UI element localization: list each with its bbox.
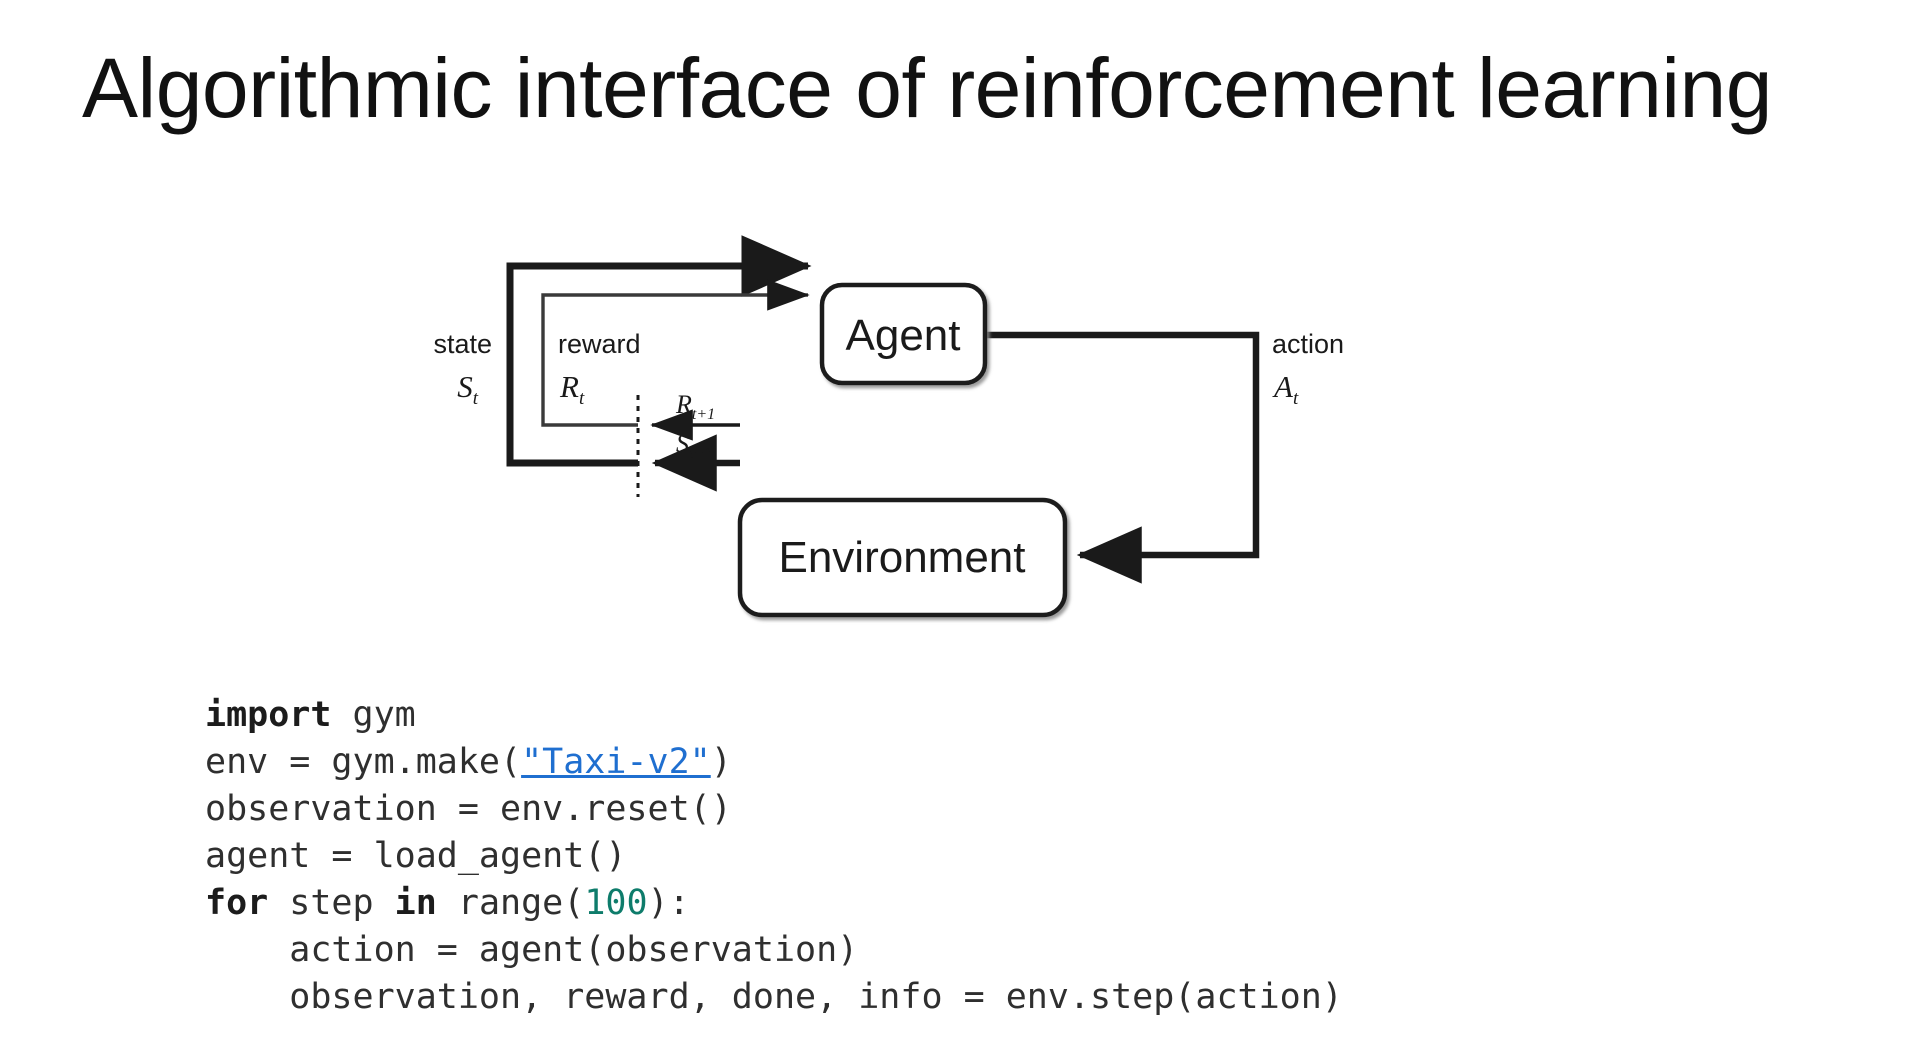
edge-reward-path [541,279,810,427]
node-agent: Agent [819,282,988,386]
code-line: for step in range(100): [205,880,1343,927]
code-text: observation, reward, done, info = env.st… [205,977,1343,1017]
label-reward: reward Rt [558,329,641,409]
label-next-reward: Rt+1 [675,390,715,423]
code-text: agent = load_agent() [205,836,627,876]
code-text: gym [331,695,416,735]
label-reward-symbol: Rt [559,369,585,409]
label-state: state St [433,329,492,409]
code-text: action = agent(observation) [205,930,859,970]
label-reward-word: reward [558,329,641,359]
code-line: import gym [205,692,1343,739]
code-number: 100 [584,883,648,923]
code-text: env = gym.make( [205,742,522,782]
label-action: action At [1272,329,1344,409]
code-text: ) [710,742,732,782]
label-state-symbol: St [457,369,479,409]
code-text: step [268,883,395,923]
edge-action-path [985,331,1260,584]
node-agent-label: Agent [846,311,961,360]
code-line: env = gym.make("Taxi-v2") [205,739,1343,786]
code-line: agent = load_agent() [205,833,1343,880]
svg-text:Rt+1: Rt+1 [675,390,715,423]
code-text: observation = env.reset() [205,789,732,829]
label-action-word: action [1272,329,1344,359]
code-line: action = agent(observation) [205,927,1343,974]
code-line: observation, reward, done, info = env.st… [205,974,1343,1021]
label-action-symbol: At [1272,369,1299,409]
code-string-link[interactable]: "Taxi-v2" [521,742,711,782]
code-text: range( [436,883,585,923]
node-environment: Environment [737,497,1068,618]
page-title: Algorithmic interface of reinforcement l… [82,41,1772,135]
code-keyword: for [205,883,269,923]
code-keyword: in [394,883,437,923]
rl-loop-diagram: Agent Environment state St reward Rt act… [0,200,1600,630]
code-keyword: import [205,695,332,735]
code-line: observation = env.reset() [205,786,1343,833]
svg-text:St+1: St+1 [676,429,712,462]
label-state-word: state [433,329,492,359]
node-environment-label: Environment [778,533,1025,582]
edge-state-path [506,235,812,467]
code-text: ): [647,883,690,923]
label-next-state: St+1 [676,429,712,462]
